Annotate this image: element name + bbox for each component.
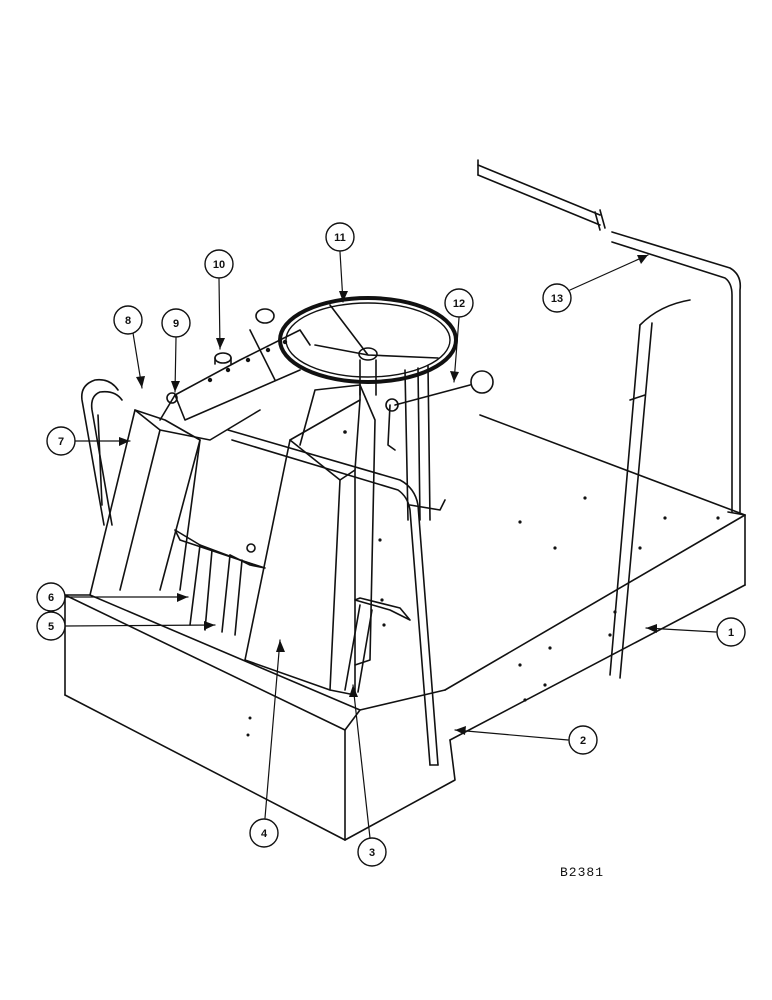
callout-10-label: 10 <box>213 259 225 271</box>
leader-lines <box>65 251 717 839</box>
front-handrail <box>227 429 439 766</box>
pedals <box>174 529 411 693</box>
callout-2-label: 2 <box>580 735 586 747</box>
callout-11-label: 11 <box>334 232 346 244</box>
callout-6-label: 6 <box>48 592 54 604</box>
callout-13: 13 <box>542 283 572 313</box>
callout-4-label: 4 <box>261 828 268 840</box>
step-box <box>64 594 456 841</box>
callout-5: 5 <box>36 611 66 641</box>
callout-1: 1 <box>716 617 746 647</box>
callout-10: 10 <box>204 249 234 279</box>
callout-7-label: 7 <box>58 436 64 448</box>
steering-wheel <box>278 296 458 396</box>
callout-9-label: 9 <box>173 318 179 330</box>
callout-1-label: 1 <box>728 627 734 639</box>
left-handrail <box>80 378 123 526</box>
callout-8: 8 <box>113 305 143 335</box>
callout-12-label: 12 <box>453 298 465 310</box>
callout-3-label: 3 <box>369 847 375 859</box>
callout-4: 4 <box>249 818 279 848</box>
callout-2: 2 <box>568 725 598 755</box>
callout-11: 11 <box>325 222 355 252</box>
left-panel <box>89 308 311 596</box>
callout-12: 12 <box>444 288 474 318</box>
figure-ref-code: B2381 <box>560 865 604 880</box>
callout-7: 7 <box>46 426 76 456</box>
callout-9: 9 <box>161 308 191 338</box>
callout-3: 3 <box>357 837 387 867</box>
platform <box>444 414 746 741</box>
callout-8-label: 8 <box>125 315 131 327</box>
pedestal <box>244 384 386 696</box>
right-lever <box>385 365 494 521</box>
callout-5-label: 5 <box>48 621 54 633</box>
callout-6: 6 <box>36 582 66 612</box>
right-handrail <box>477 159 746 679</box>
leader-arrowheads <box>119 255 657 735</box>
callout-13-label: 13 <box>551 293 563 305</box>
